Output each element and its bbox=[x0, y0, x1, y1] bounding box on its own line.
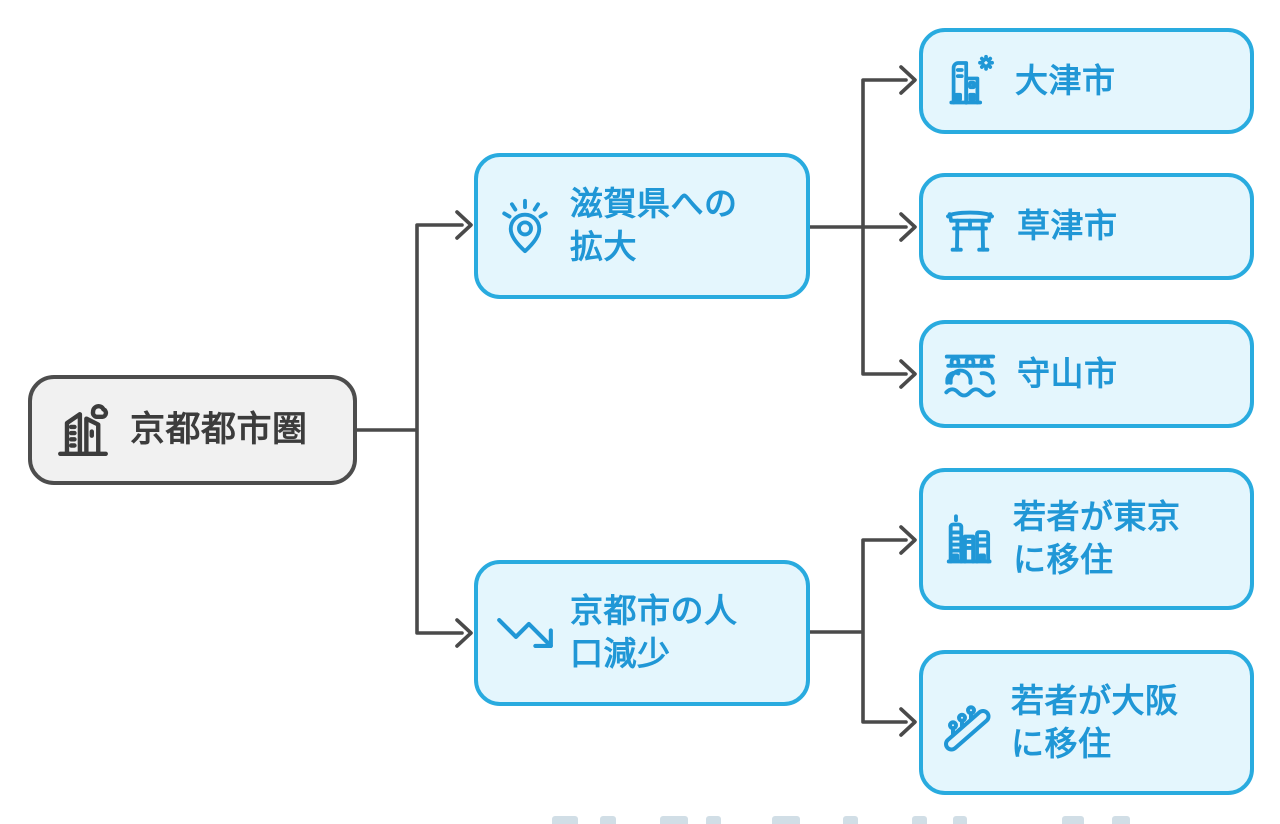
node-youth-migrate-osaka[interactable]: 若者が大阪に移住 bbox=[919, 650, 1254, 795]
leaf-label: 若者が東京に移住 bbox=[1013, 498, 1181, 578]
watermark-fragment bbox=[843, 816, 858, 824]
map-pin-rays-icon bbox=[496, 197, 554, 255]
node-moriyama-city[interactable]: 守山市 bbox=[919, 320, 1254, 428]
building-sun-icon bbox=[941, 53, 997, 109]
watermark-fragment bbox=[1112, 816, 1130, 824]
trending-down-icon bbox=[494, 602, 556, 664]
leaf-label: 若者が大阪に移住 bbox=[1011, 681, 1179, 762]
node-youth-migrate-tokyo[interactable]: 若者が東京に移住 bbox=[919, 468, 1254, 610]
leaf-label: 大津市 bbox=[1015, 61, 1116, 99]
node-kusatsu-city[interactable]: 草津市 bbox=[919, 173, 1254, 280]
arrowhead bbox=[455, 618, 473, 648]
watermark-fragment bbox=[912, 816, 927, 824]
node-otsu-city[interactable]: 大津市 bbox=[919, 28, 1254, 134]
arrowhead bbox=[899, 65, 917, 95]
bridge-water-icon bbox=[941, 345, 999, 403]
branch-label: 滋賀県への拡大 bbox=[570, 185, 738, 265]
node-kyoto-metro-root[interactable]: 京都都市圏 bbox=[28, 375, 357, 485]
watermark-fragment bbox=[706, 816, 721, 824]
leaf-label: 守山市 bbox=[1017, 354, 1118, 392]
node-kyoto-population-decline[interactable]: 京都市の人口減少 bbox=[474, 560, 810, 706]
node-shiga-expansion[interactable]: 滋賀県への拡大 bbox=[474, 153, 810, 299]
leaf-label: 草津市 bbox=[1017, 207, 1118, 245]
city-skyline-icon bbox=[941, 510, 999, 568]
torii-gate-icon bbox=[941, 198, 999, 256]
watermark-fragment bbox=[772, 816, 800, 824]
connector-branch1-to-leaves bbox=[808, 78, 908, 376]
watermark-fragment bbox=[660, 816, 688, 824]
watermark-fragment bbox=[552, 816, 578, 824]
connector-root-to-branches bbox=[355, 223, 464, 635]
escalator-people-icon bbox=[939, 693, 999, 753]
watermark-fragment bbox=[600, 816, 616, 824]
watermark-fragment bbox=[953, 816, 967, 824]
arrowhead bbox=[455, 210, 473, 240]
city-cloud-icon bbox=[52, 399, 114, 461]
arrowhead bbox=[899, 707, 917, 737]
connector-branch2-to-leaves bbox=[808, 538, 908, 724]
arrowhead bbox=[899, 212, 917, 242]
root-label: 京都都市圏 bbox=[130, 410, 308, 450]
branch-label: 京都市の人口減少 bbox=[570, 592, 738, 672]
watermark-fragment bbox=[1062, 816, 1084, 824]
arrowhead bbox=[899, 359, 917, 389]
arrowhead bbox=[899, 525, 917, 555]
